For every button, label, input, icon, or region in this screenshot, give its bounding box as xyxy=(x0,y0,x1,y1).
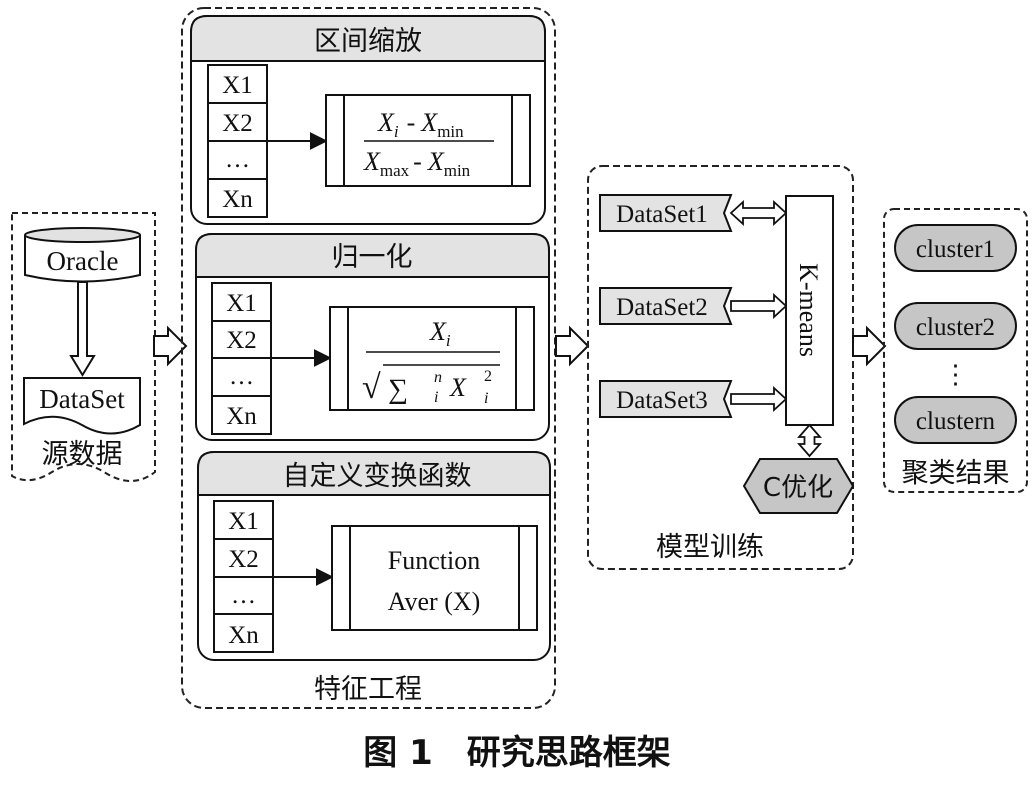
arrow-features-to-model xyxy=(555,325,590,367)
dataset-document-icon: DataSet xyxy=(23,377,141,435)
formula-box: Function Aver (X) xyxy=(331,525,538,631)
formula-box: Xi-Xmin Xmax-Xmin xyxy=(325,94,531,187)
arrow-ds3-kmeans xyxy=(730,385,788,413)
arrow-source-to-features xyxy=(153,325,188,367)
arrow-kmeans-optimizer xyxy=(797,423,822,458)
model-training-group: DataSet1 DataSet2 DataSet3 K-means C优化 模… xyxy=(587,165,855,570)
model-dashed-frame xyxy=(587,165,854,570)
var-item: X1 xyxy=(228,508,259,535)
var-item: X2 xyxy=(226,327,257,354)
formula-text: Xi-Xmin xyxy=(377,108,464,141)
dataset3-label: DataSet3 xyxy=(616,387,708,414)
panel-interval-scaling: 区间缩放 X1 X2 … Xn Xi-Xmin xyxy=(190,15,546,225)
cluster2-pill xyxy=(894,302,1017,350)
oracle-label: Oracle xyxy=(47,246,119,276)
var-item: X2 xyxy=(222,110,253,137)
clustern-pill xyxy=(894,396,1017,444)
source-down-arrow xyxy=(69,281,96,377)
variable-list: X1 X2 … Xn xyxy=(207,64,268,218)
kmeans-label: K-means xyxy=(794,263,823,357)
arrow-model-to-results xyxy=(852,325,887,367)
results-group: cluster1 cluster2 ⋮ clustern 聚类结果 xyxy=(883,208,1028,493)
dataset1-label: DataSet1 xyxy=(616,201,708,228)
var-item: Xn xyxy=(226,403,257,430)
feature-caption: 特征工程 xyxy=(314,674,422,705)
panel-header xyxy=(195,233,550,278)
panel-title: 归一化 xyxy=(332,242,413,273)
panel-normalization: 归一化 X1 X2 … Xn Xi √ xyxy=(195,233,550,441)
cluster1-pill xyxy=(894,224,1017,272)
function-line2: Aver (X) xyxy=(388,587,481,616)
var-item: … xyxy=(231,582,256,609)
figure-caption: 图 1 研究思路框架 xyxy=(363,733,671,773)
function-line1: Function xyxy=(388,546,480,575)
panel-header xyxy=(197,451,551,496)
sum-symbol: ∑ xyxy=(388,374,408,405)
sum-sub: i xyxy=(434,389,438,406)
sqrt-symbol: √ xyxy=(362,369,381,406)
arrow-ds2-kmeans xyxy=(730,292,788,320)
den-sup: 2 xyxy=(484,368,492,385)
cluster1-label: cluster1 xyxy=(916,236,995,263)
source-dashed-frame xyxy=(11,212,156,482)
var-item: … xyxy=(225,146,250,173)
dataset2-label: DataSet2 xyxy=(616,294,708,321)
panel-title: 区间缩放 xyxy=(314,26,422,57)
dataset3-flag xyxy=(599,380,733,418)
source-data-group: Oracle DataSet 源数据 xyxy=(11,212,156,482)
var-item: Xn xyxy=(228,622,259,649)
arrow-ds1-kmeans xyxy=(729,199,788,227)
variable-list: X1 X2 … Xn xyxy=(213,500,274,653)
var-item: X1 xyxy=(222,72,253,99)
formula-text: Xi xyxy=(429,317,451,350)
clustern-label: clustern xyxy=(916,408,996,435)
optimizer-hexagon xyxy=(742,458,855,514)
dataset-label: DataSet xyxy=(39,384,125,414)
var-item: … xyxy=(229,363,254,390)
den-sub: i xyxy=(484,390,488,407)
panel-title: 自定义变换函数 xyxy=(283,461,472,492)
var-item: X2 xyxy=(228,546,259,573)
feature-engineering-group: 区间缩放 X1 X2 … Xn Xi-Xmin xyxy=(181,7,556,709)
panel-custom-transform: 自定义变换函数 X1 X2 … Xn Function Aver (X) xyxy=(197,451,551,661)
results-caption: 聚类结果 xyxy=(902,458,1010,489)
results-dashed-frame xyxy=(883,208,1028,493)
formula-box: Xi √ ∑ n i X 2 i xyxy=(329,306,535,411)
dataset2-flag xyxy=(599,287,733,325)
formula-text: Xmax-Xmin xyxy=(363,147,471,180)
model-caption: 模型训练 xyxy=(656,532,764,563)
sum-sup: n xyxy=(434,369,442,386)
dataset1-flag xyxy=(599,194,733,232)
cluster2-label: cluster2 xyxy=(916,314,995,341)
source-caption: 源数据 xyxy=(42,439,123,470)
formula-text: X xyxy=(449,373,467,402)
cluster-ellipsis: ⋮ xyxy=(943,360,969,389)
kmeans-box xyxy=(785,195,834,426)
var-item: Xn xyxy=(222,186,253,213)
panel-header xyxy=(190,15,546,62)
optimizer-label: C优化 xyxy=(763,473,833,503)
var-item: X1 xyxy=(226,290,257,317)
variable-list: X1 X2 … Xn xyxy=(211,282,272,435)
oracle-database-icon: Oracle xyxy=(24,227,141,283)
